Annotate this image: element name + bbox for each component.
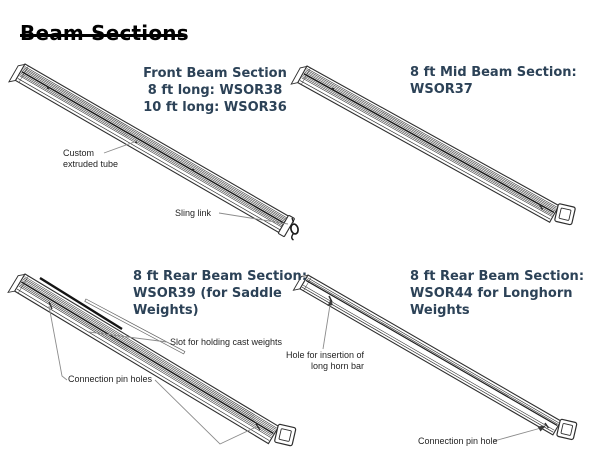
pin-hole-marker: [545, 423, 549, 428]
leader-arrowhead: [327, 299, 333, 306]
leader-sling-link: [219, 213, 288, 224]
leader-pin-holes-right: [155, 380, 256, 444]
callout-sling-link: Sling link: [175, 208, 212, 218]
mid-beam-label: 8 ft Mid Beam Section: WSOR37: [410, 64, 577, 98]
front-beam-label-line1: Front Beam Section: [143, 66, 287, 81]
beam-end-cap: [557, 419, 578, 440]
pin-hole-marker: [191, 168, 195, 172]
leader-longhorn-hole: [323, 305, 330, 349]
pin-hole-marker: [256, 424, 260, 430]
sling-link-icon: [290, 218, 299, 240]
beam-end-cap: [554, 204, 575, 225]
rear-longhorn-beam-drawing: [292, 273, 578, 440]
mid-beam-label-line2: WSOR37: [410, 82, 473, 97]
front-beam-label-line3: 10 ft long: WSOR36: [143, 100, 287, 115]
leader-pin-hole: [494, 428, 541, 441]
rear-longhorn-label-line1: 8 ft Rear Beam Section:: [410, 269, 585, 284]
callout-leader-lines: [49, 141, 541, 444]
rear-longhorn-beam-label: 8 ft Rear Beam Section: WSOR44 for Longh…: [410, 268, 584, 319]
rear-saddle-beam-label: 8 ft Rear Beam Section: WSOR39 (for Sadd…: [133, 268, 307, 319]
front-beam-label: Front Beam Section 8 ft long: WSOR38 10 …: [129, 65, 301, 116]
title-underline: [20, 34, 185, 37]
rear-longhorn-label-line2: WSOR44 for Longhorn: [410, 286, 573, 301]
front-beam-label-line2: 8 ft long: WSOR38: [147, 83, 283, 98]
rear-saddle-label-line2: WSOR39 (for Saddle: [133, 286, 282, 301]
callout-custom-extruded-tube: Custom extruded tube: [63, 148, 119, 169]
weight-slot: [40, 278, 122, 329]
rear-saddle-label-line1: 8 ft Rear Beam Section:: [133, 269, 308, 284]
pin-hole-marker: [331, 87, 335, 91]
callout-connection-pin-holes: Connection pin holes: [68, 374, 153, 384]
callout-slot-cast-weights: Slot for holding cast weights: [170, 337, 283, 347]
rear-longhorn-label-line3: Weights: [410, 303, 470, 318]
pin-hole-marker: [540, 205, 543, 210]
pin-hole-marker: [46, 86, 50, 90]
leader-pin-holes-left: [49, 306, 67, 380]
mid-beam-drawing: [290, 64, 575, 227]
rear-saddle-label-line3: Weights): [133, 303, 199, 318]
front-beam-drawing: [8, 62, 299, 241]
leader-slot: [89, 332, 167, 342]
rear-saddle-beam-drawing: [7, 271, 296, 447]
callout-longhorn-bar-hole: Hole for insertion of long horn bar: [285, 350, 364, 371]
leader-arrowhead: [537, 425, 546, 432]
pin-hole-marker: [49, 302, 52, 309]
weight-slot-lip: [85, 299, 185, 354]
mid-beam-label-line1: 8 ft Mid Beam Section:: [410, 65, 577, 80]
leader-custom-tube: [104, 141, 137, 153]
beam-end-plate: [278, 215, 295, 237]
beam-end-cap: [274, 424, 296, 446]
callout-connection-pin-hole: Connection pin hole: [418, 436, 498, 446]
page-title: Beam Sections: [20, 21, 189, 45]
longhorn-hole-marker: [329, 296, 332, 302]
